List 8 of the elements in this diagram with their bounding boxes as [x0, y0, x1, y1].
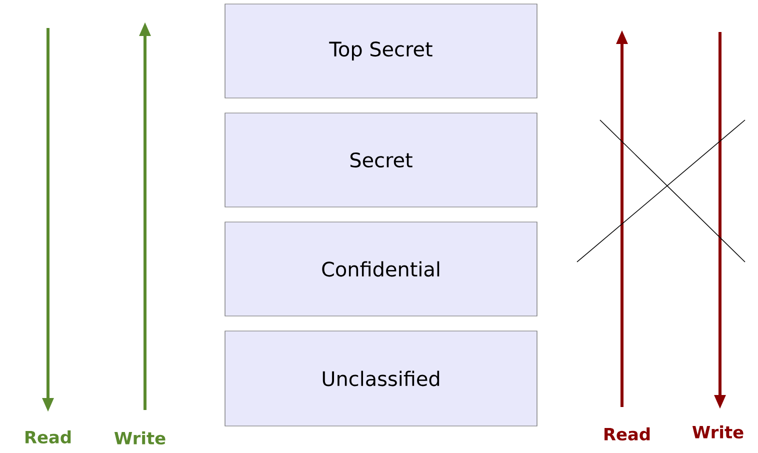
arrow-label: Write: [114, 431, 166, 445]
level-box: Confidential: [224, 222, 538, 316]
arrow-label: Write: [692, 425, 744, 439]
arrow-label: Read: [604, 427, 650, 441]
arrow-label: Read: [26, 430, 71, 444]
level-box: Secret: [224, 112, 538, 208]
level-box: Top Secret: [224, 4, 538, 98]
level-box: Unclassified: [224, 330, 538, 426]
